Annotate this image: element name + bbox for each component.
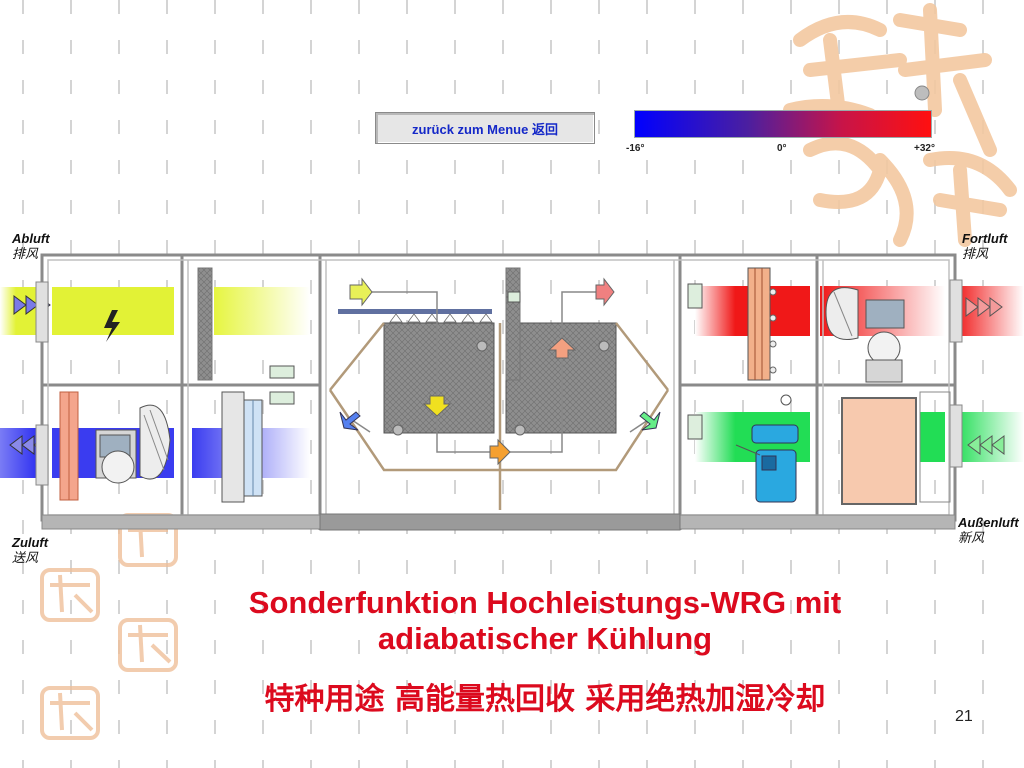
arrow-icon-salmon-up xyxy=(547,337,577,359)
exhaust-fan xyxy=(825,287,905,383)
temperature-gradient-bar xyxy=(634,110,932,138)
temp-mid-label: 0° xyxy=(777,143,787,154)
filter-box xyxy=(841,397,917,505)
arrow-icon-yellow-right xyxy=(349,277,373,307)
lightning-icon xyxy=(104,310,120,342)
back-to-menu-button[interactable]: zurück zum Menue 返回 xyxy=(375,112,595,144)
arrow-icon-yellow-down xyxy=(422,395,452,417)
fortluft-label-group: Fortluft 排风 xyxy=(962,231,1007,261)
aussenluft-cn-label: 新风 xyxy=(958,530,985,545)
arrow-icon-green-down-right xyxy=(639,411,661,431)
calligraphy-watermark xyxy=(783,3,1017,247)
knob-icon xyxy=(914,85,930,101)
abluft-label: Abluft xyxy=(12,231,50,246)
temp-max-label: +32° xyxy=(914,143,935,154)
humidifier-unit xyxy=(735,394,799,503)
title-chinese: 特种用途 高能量热回收 采用绝热加湿冷却 xyxy=(264,682,826,717)
fortluft-label: Fortluft xyxy=(962,231,1008,246)
fortluft-cn-label: 排风 xyxy=(962,246,989,261)
aussenluft-label-group: Außenluft 新风 xyxy=(958,515,1024,545)
slide-title: Sonderfunktion Hochleistungs-WRG mit adi… xyxy=(150,585,940,657)
heat-exchanger-left xyxy=(383,322,495,434)
title-line-1: Sonderfunktion Hochleistungs-WRG mit xyxy=(248,585,842,620)
page-number: 21 xyxy=(955,708,973,725)
back-to-menu-label: zurück zum Menue 返回 xyxy=(412,121,558,137)
fortluft-arrows xyxy=(965,297,1003,317)
abluft-cn-label: 排风 xyxy=(12,246,39,261)
zuluft-cn-label: 送风 xyxy=(12,550,39,565)
supply-fan xyxy=(95,404,171,484)
temp-min-label: -16° xyxy=(626,143,645,154)
arrow-icon-orange-right xyxy=(489,438,511,466)
arrow-icon-red-right xyxy=(595,277,615,307)
zuluft-label-group: Zuluft 送风 xyxy=(12,535,48,565)
arrow-icon-blue-down-left xyxy=(339,411,361,431)
aussenluft-label: Außenluft xyxy=(958,515,1019,530)
aussenluft-arrows xyxy=(967,435,1005,455)
zuluft-label: Zuluft xyxy=(12,535,49,550)
abluft-label-group: Abluft 排风 xyxy=(12,231,50,261)
title-line-2: adiabatischer Kühlung xyxy=(377,621,713,656)
